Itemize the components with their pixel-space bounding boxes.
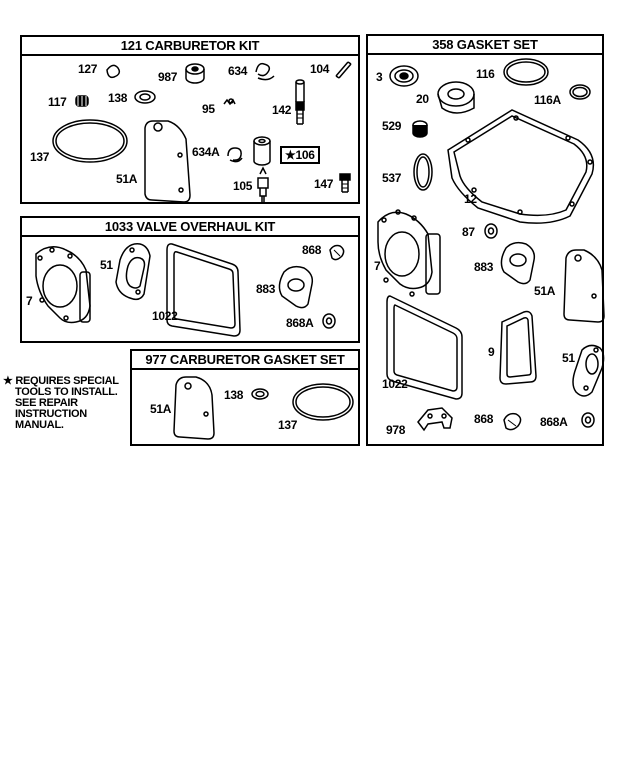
label-51A-358: 51A (534, 284, 556, 298)
part-51A-gasket-977 (173, 376, 215, 440)
label-987: 987 (158, 70, 178, 84)
label-142: 142 (272, 103, 292, 117)
label-7: 7 (26, 294, 33, 308)
label-868-358: 868 (474, 412, 494, 426)
special-tools-note: ★ REQUIRES SPECIAL TOOLS TO INSTALL. SEE… (3, 376, 119, 431)
part-116-o-ring (503, 58, 549, 86)
part-20-seal (437, 81, 475, 114)
part-147-screw (339, 173, 351, 193)
part-116A-o-ring (569, 84, 591, 100)
part-1022-cover-gasket (166, 243, 241, 337)
note-line-3: SEE REPAIR (15, 397, 78, 409)
part-104-pin (335, 61, 352, 79)
carburetor-gasket-set-panel: 977 CARBURETOR GASKET SET (130, 349, 360, 446)
note-line-5: MANUAL. (15, 419, 64, 431)
part-9-gasket (499, 310, 537, 385)
label-883: 883 (256, 282, 276, 296)
carburetor-kit-title: 121 CARBURETOR KIT (22, 37, 358, 56)
label-51A-977: 51A (150, 402, 172, 416)
label-634A: 634A (192, 145, 220, 159)
label-116A: 116A (534, 93, 561, 107)
valve-overhaul-kit-title: 1033 VALVE OVERHAUL KIT (22, 218, 358, 237)
label-137: 137 (30, 150, 50, 164)
valve-overhaul-kit-panel: 1033 VALVE OVERHAUL KIT (20, 216, 360, 343)
label-3: 3 (376, 70, 383, 84)
label-117: 117 (48, 95, 67, 109)
part-883-gasket-358 (500, 241, 536, 285)
part-87-washer (484, 223, 498, 239)
note-star-icon: ★ (3, 375, 13, 387)
part-7-head-gasket-358 (377, 209, 441, 297)
part-1022-cover-gasket-358 (386, 295, 463, 400)
part-634-spring (255, 62, 275, 81)
part-117-screw (75, 95, 89, 107)
part-868A-washer (322, 313, 336, 329)
part-105-needle (257, 166, 269, 202)
note-line-1: ★ REQUIRES SPECIAL (3, 375, 119, 387)
label-537: 537 (382, 171, 402, 185)
part-7-head-gasket (35, 246, 91, 324)
note-line-2: TOOLS TO INSTALL. (15, 386, 118, 398)
part-51-gasket-358 (572, 344, 605, 397)
label-634: 634 (228, 64, 248, 78)
label-978: 978 (386, 423, 406, 437)
part-12-crankcase-gasket (447, 109, 595, 224)
gasket-set-panel: 358 GASKET SET (366, 34, 604, 446)
part-634A-spring (227, 147, 243, 163)
label-105: 105 (233, 179, 253, 193)
special-tool-star-icon: ★ (285, 148, 296, 162)
part-537-o-ring (413, 153, 433, 191)
part-51A-gasket-358 (563, 249, 605, 323)
gasket-set-title: 358 GASKET SET (368, 36, 602, 55)
part-3-seal (389, 65, 419, 87)
label-138-977: 138 (224, 388, 244, 402)
label-20: 20 (416, 92, 429, 106)
part-127-clip (106, 64, 121, 79)
label-1022-358: 1022 (382, 377, 408, 391)
label-138: 138 (108, 91, 128, 105)
label-95: 95 (202, 102, 215, 116)
label-51-358: 51 (562, 351, 575, 365)
label-868: 868 (302, 243, 322, 257)
label-104: 104 (310, 62, 330, 76)
part-138-washer-977 (251, 388, 269, 400)
label-529: 529 (382, 119, 402, 133)
label-147: 147 (314, 177, 334, 191)
part-868A-washer-358 (581, 412, 595, 428)
label-51: 51 (100, 258, 113, 272)
label-868A-358: 868A (540, 415, 568, 429)
part-138-washer (134, 90, 156, 104)
label-116: 116 (476, 67, 495, 81)
carburetor-kit-panel: 121 CARBURETOR KIT (20, 35, 360, 204)
part-142-shaft (295, 79, 305, 125)
part-529-grommet (412, 120, 428, 138)
part-868-valve-seal-358 (503, 412, 522, 431)
label-868A: 868A (286, 316, 314, 330)
label-1022: 1022 (152, 309, 178, 323)
part-95-spring (223, 98, 236, 106)
label-87: 87 (462, 225, 475, 239)
label-7-358: 7 (374, 259, 381, 273)
label-106-special-tool: ★106 (280, 146, 320, 164)
label-12: 12 (464, 192, 477, 206)
part-137-o-ring (52, 119, 128, 163)
part-51A-gasket (144, 120, 191, 203)
label-127: 127 (78, 62, 98, 76)
part-883-gasket (278, 265, 314, 309)
part-137-o-ring-977 (292, 383, 354, 421)
carburetor-gasket-set-title: 977 CARBURETOR GASKET SET (132, 351, 358, 370)
label-137-977: 137 (278, 418, 298, 432)
part-978-bracket (417, 407, 453, 432)
label-883-358: 883 (474, 260, 494, 274)
part-987-cylinder (185, 63, 205, 84)
part-868-valve-seal (329, 244, 345, 261)
label-9: 9 (488, 345, 495, 359)
part-51-gasket (115, 243, 151, 301)
note-line-4: INSTRUCTION (15, 408, 87, 420)
label-51A: 51A (116, 172, 138, 186)
part-106-seal (253, 136, 271, 166)
